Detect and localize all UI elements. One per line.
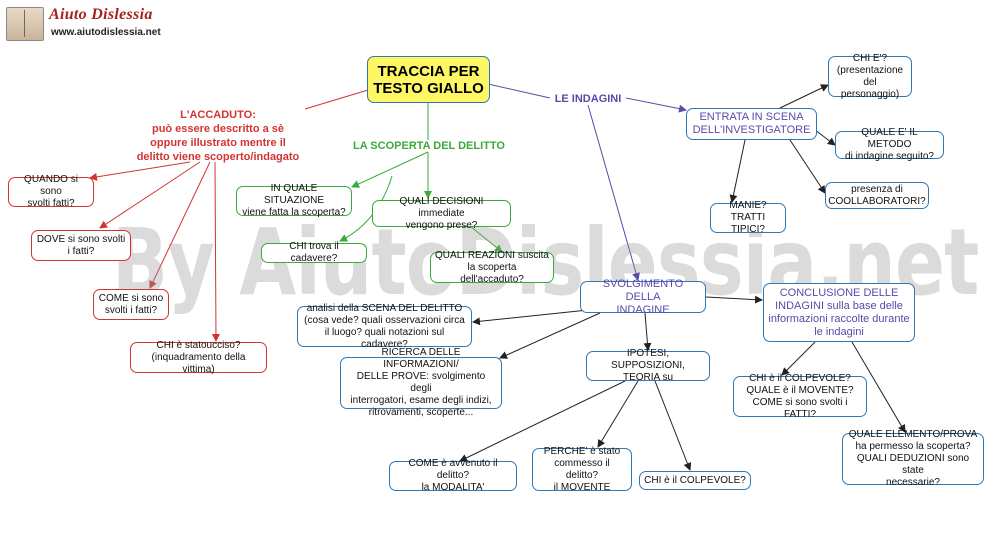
node-elemento: QUALE ELEMENTO/PROVA ha permesso la scop… xyxy=(842,429,984,488)
node-cadavere: CHI trova il cadavere? xyxy=(261,241,367,264)
node-quando: QUANDO si sono svolti fatti? xyxy=(8,174,94,209)
node-colpevole: CHI è il COLPEVOLE? xyxy=(639,471,751,490)
node-come: COME si sono svolti i fatti? xyxy=(93,289,169,320)
node-chi-ucciso: CHI è statoucciso? (inquadramento della … xyxy=(130,340,267,375)
black-connectors xyxy=(459,84,906,471)
node-manie: MANIE? TRATTI TIPICI? xyxy=(710,200,786,235)
logo-brand-text: Aiuto Dislessia xyxy=(49,6,153,23)
node-collaboratori: presenza di COOLLABORATORI? xyxy=(825,182,929,209)
node-dove: DOVE si sono svolti i fatti? xyxy=(31,230,131,261)
node-ipotesi: IPOTESI, SUPPOSIZIONI, TEORIA su xyxy=(586,348,710,383)
node-svolgimento: SVOLGIMENTO DELLA INDAGINE xyxy=(580,278,706,316)
red-connectors xyxy=(89,89,369,342)
node-analisi: analisi della SCENA DEL DELITTO (cosa ve… xyxy=(297,303,472,350)
node-situazione: IN QUALE SITUAZIONE viene fatta la scope… xyxy=(236,183,352,218)
indagini-connectors xyxy=(487,83,687,281)
site-logo[interactable]: Aiuto Dislessia www.aiutodislessia.net xyxy=(6,5,166,41)
node-decisioni: QUALI DECISIONI immediate vengono prese? xyxy=(372,196,511,231)
root-node: TRACCIA PER TESTO GIALLO xyxy=(367,56,490,103)
node-perche: PERCHE' è stato commesso il delitto? il … xyxy=(532,446,632,493)
label-accaduto: L'ACCADUTO: può essere descritto a sè op… xyxy=(136,109,300,163)
node-conclusione: CONCLUSIONE DELLE INDAGINI sulla base de… xyxy=(763,283,915,342)
green-connectors xyxy=(339,101,503,253)
label-scoperta: LA SCOPERTA DEL DELITTO xyxy=(353,140,505,152)
node-reazioni: QUALI REAZIONI suscita la scoperta dell'… xyxy=(430,250,554,285)
node-metodo: QUALE E' IL METODO di indagine seguito? xyxy=(835,127,944,162)
node-come-avvenuto: COME è avvenuto il delitto? la MODALITA' xyxy=(389,458,517,493)
node-entrata: ENTRATA IN SCENA DELL'INVESTIGATORE xyxy=(686,108,817,140)
logo-url[interactable]: www.aiutodislessia.net xyxy=(51,27,161,38)
label-indagini: LE INDAGINI xyxy=(554,93,622,105)
node-chi-colpevole: CHI è il COLPEVOLE? QUALE è il MOVENTE? … xyxy=(733,373,867,420)
book-icon xyxy=(6,7,44,41)
node-chi-e: CHI E'? (presentazione del personaggio) xyxy=(828,53,912,100)
node-ricerca: RICERCA DELLE INFORMAZIONI/ DELLE PROVE:… xyxy=(340,347,502,418)
